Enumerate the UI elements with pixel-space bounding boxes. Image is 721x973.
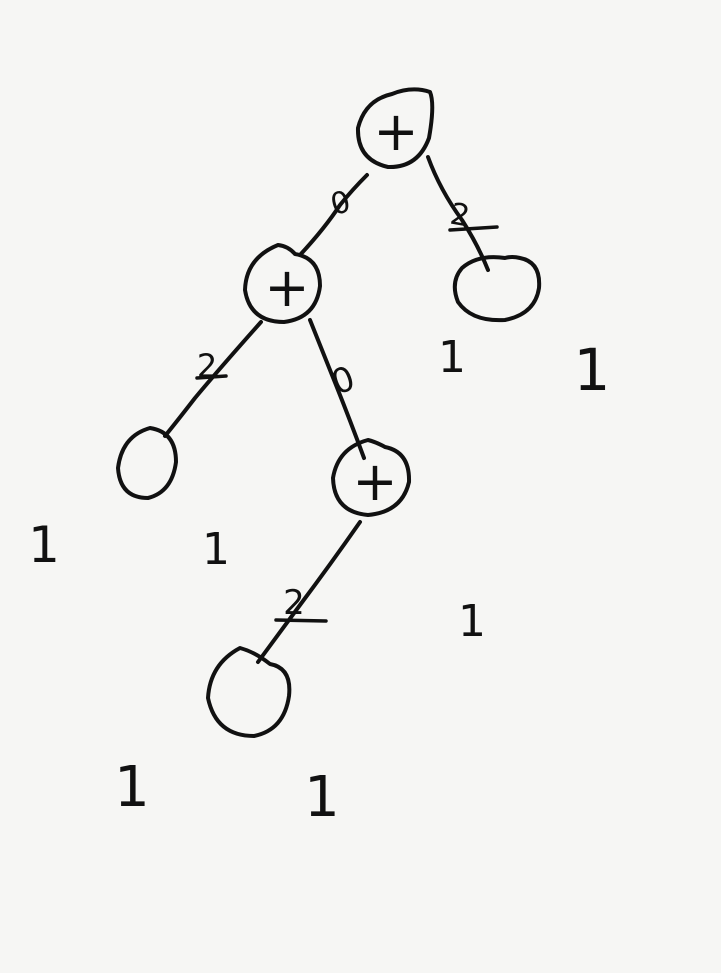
- tree-node-n5: +: [331, 438, 412, 517]
- leaf-mark-text: 1: [438, 332, 466, 383]
- tree-node-n6: [206, 646, 292, 738]
- edge-label-n2-n5: 0: [326, 358, 360, 403]
- edge-label-text: 0: [326, 358, 360, 403]
- edge-n2-n5: [308, 318, 366, 460]
- edge-label-n1-n3: 2: [447, 197, 499, 234]
- edge-label-n5-n6: 2: [274, 583, 328, 623]
- leaf-mark-text: 1: [458, 596, 486, 647]
- leaf-mark-text: 1: [202, 524, 230, 575]
- leaf-mark-n6-right: 1: [304, 765, 340, 830]
- tree-node-root: +: [355, 87, 435, 170]
- edge-n1-n3: [426, 155, 490, 272]
- leaf-mark-n3-right: 1: [574, 336, 611, 404]
- tree-node-n2: +: [243, 243, 322, 324]
- leaf-mark-text: 1: [28, 516, 60, 574]
- edge-label-text: 2: [283, 583, 305, 623]
- leaf-mark-n3-left: 1: [438, 332, 466, 383]
- leaf-mark-n4-right: 1: [202, 524, 230, 575]
- node-label: +: [264, 256, 309, 319]
- leaf-mark-text: 1: [304, 765, 340, 830]
- tree-node-n4: [116, 426, 178, 500]
- leaf-mark-n5-right: 1: [458, 596, 486, 647]
- edge-n1-n2: [298, 173, 369, 257]
- edge-n5-n6: [256, 520, 362, 664]
- tree-node-n3: [452, 255, 542, 323]
- leaf-mark-text: 1: [114, 755, 150, 820]
- node-label: +: [373, 100, 418, 163]
- node-label: +: [352, 450, 397, 513]
- edge-label-n2-n4: 2: [195, 347, 228, 385]
- edge-n2-n4: [163, 320, 263, 438]
- leaf-mark-text: 1: [574, 336, 611, 404]
- leaf-mark-n6-left: 1: [114, 755, 150, 820]
- leaf-mark-n4-left: 1: [28, 516, 60, 574]
